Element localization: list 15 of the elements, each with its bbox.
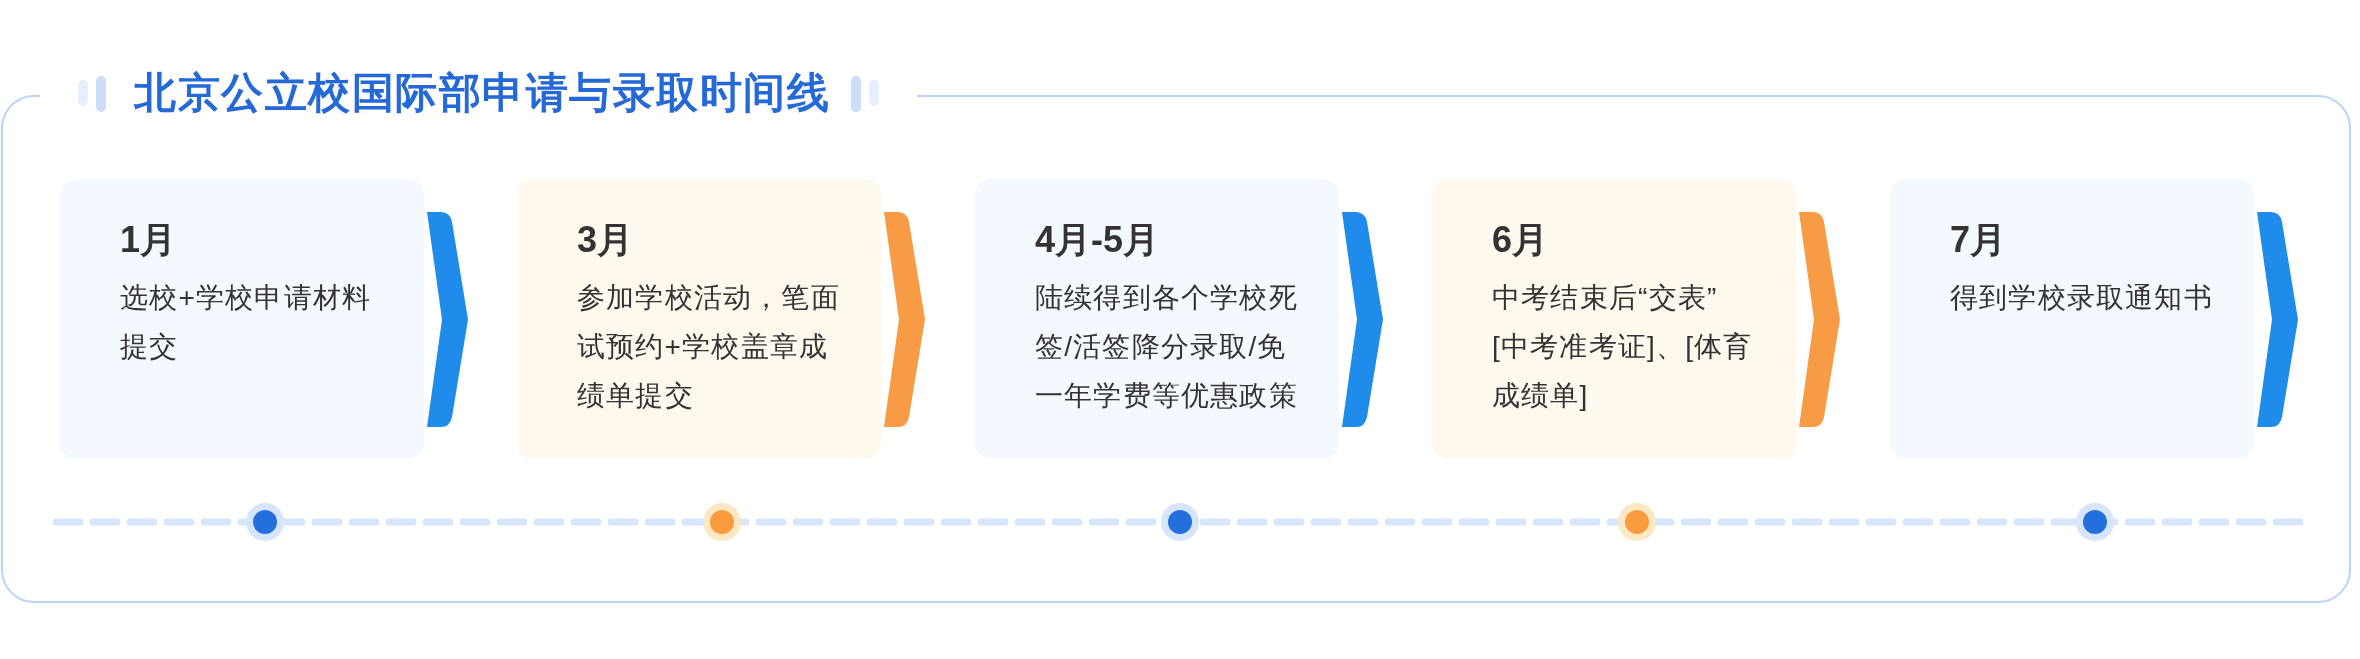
chevron-arrow (1342, 212, 1383, 427)
step-description: 选校+学校申请材料提交 (120, 281, 373, 364)
chevron-arrow (1799, 212, 1840, 427)
month-heading: 7月 (1950, 218, 2007, 262)
chevron-arrow (2257, 212, 2298, 427)
step-description: 得到学校录取通知书 (1950, 281, 2214, 315)
step-description: 中考结束后“交表”[中考准考证]、[体育成绩单] (1492, 281, 1754, 413)
month-heading: 3月 (577, 218, 634, 262)
step-description: 参加学校活动，笔面试预约+学校盖章成绩单提交 (577, 281, 841, 413)
month-heading: 6月 (1492, 218, 1549, 262)
step-description: 陆续得到各个学校死签/活签降分录取/免一年学费等优惠政策 (1035, 281, 1299, 413)
month-heading: 4月-5月 (1035, 218, 1160, 262)
diagram-title: 北京公立校国际部申请与录取时间线 (134, 68, 830, 118)
month-heading: 1月 (120, 218, 177, 262)
chevron-arrow (884, 212, 925, 427)
